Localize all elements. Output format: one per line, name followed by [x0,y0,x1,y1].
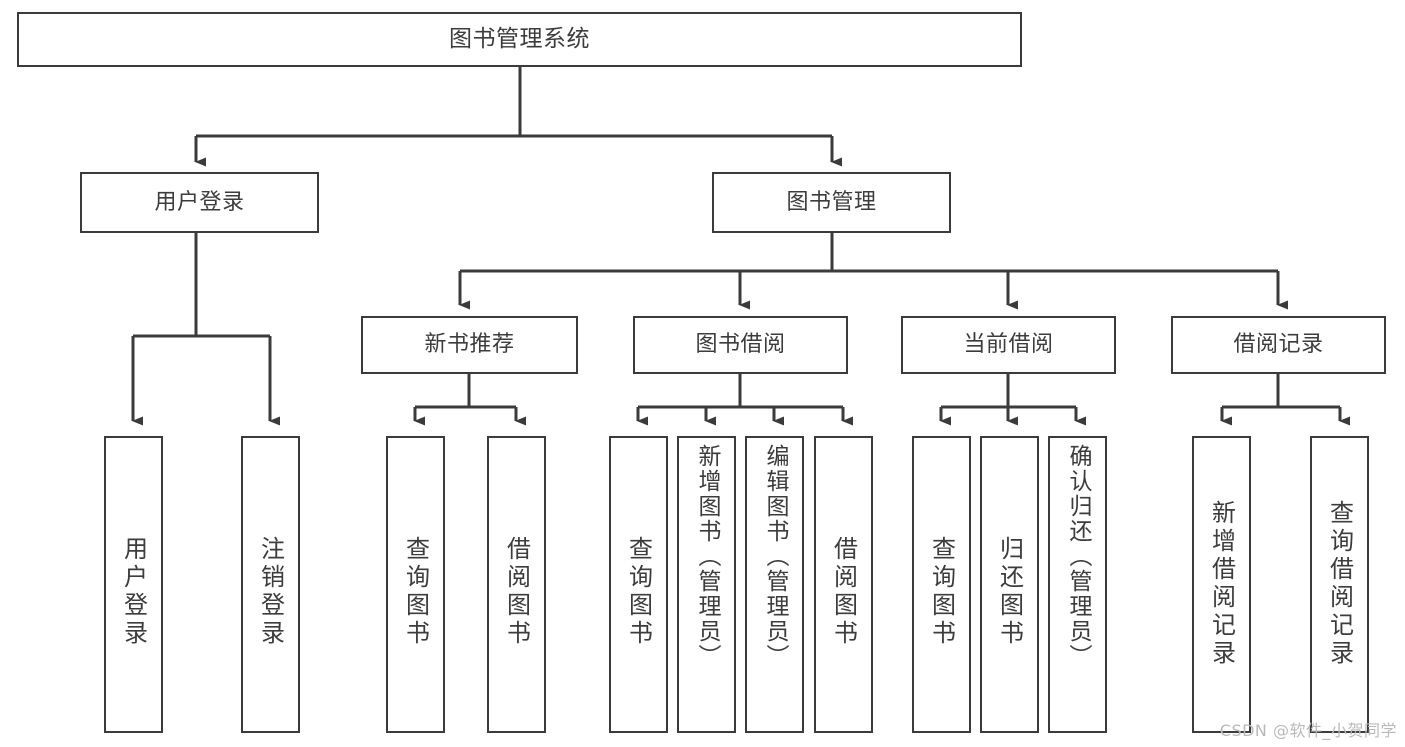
node-leaf-borrow-book-1-label: 借阅图书 [502,536,531,648]
node-leaf-borrow-book-2-label: 借阅图书 [829,536,858,648]
node-current-borrow-label: 当前借阅 [963,332,1054,358]
node-leaf-confirm-return[interactable]: 确认归还（管理员） [1048,436,1107,733]
node-leaf-add-book[interactable]: 新增图书（管理员） [677,436,736,733]
node-leaf-query-book-1[interactable]: 查询图书 [386,436,445,733]
node-leaf-user-login-label: 用户登录 [119,536,148,648]
node-leaf-query-record[interactable]: 查询借阅记录 [1310,436,1369,733]
node-leaf-add-record[interactable]: 新增借阅记录 [1192,436,1251,733]
node-root[interactable]: 图书管理系统 [17,12,1022,67]
node-borrow-record-label: 借阅记录 [1233,332,1324,358]
node-leaf-query-book-3[interactable]: 查询图书 [912,436,971,733]
node-leaf-confirm-return-label: 确认归还（管理员） [1065,444,1091,669]
node-leaf-borrow-book-2[interactable]: 借阅图书 [814,436,873,733]
node-leaf-logout-label: 注销登录 [256,536,285,648]
node-leaf-user-login[interactable]: 用户登录 [104,436,163,733]
node-user-login[interactable]: 用户登录 [80,172,319,233]
node-leaf-edit-book[interactable]: 编辑图书（管理员） [745,436,804,733]
node-book-manage[interactable]: 图书管理 [712,172,951,233]
node-leaf-return-book[interactable]: 归还图书 [980,436,1039,733]
node-leaf-query-record-label: 查询借阅记录 [1325,500,1354,668]
node-leaf-query-book-2-label: 查询图书 [624,536,653,648]
node-new-book-recommend-label: 新书推荐 [424,332,515,358]
node-root-label: 图书管理系统 [449,25,590,52]
node-book-borrow-label: 图书借阅 [695,332,786,358]
node-book-borrow[interactable]: 图书借阅 [633,316,848,374]
node-user-login-label: 用户登录 [154,189,245,215]
node-leaf-query-book-2[interactable]: 查询图书 [609,436,668,733]
node-current-borrow[interactable]: 当前借阅 [901,316,1116,374]
node-leaf-return-book-label: 归还图书 [995,536,1024,648]
node-leaf-logout[interactable]: 注销登录 [241,436,300,733]
node-leaf-borrow-book-1[interactable]: 借阅图书 [487,436,546,733]
node-book-manage-label: 图书管理 [786,189,877,215]
node-leaf-query-book-3-label: 查询图书 [927,536,956,648]
node-leaf-edit-book-label: 编辑图书（管理员） [762,444,788,669]
node-leaf-add-record-label: 新增借阅记录 [1207,500,1236,668]
node-borrow-record[interactable]: 借阅记录 [1171,316,1386,374]
node-leaf-add-book-label: 新增图书（管理员） [694,444,720,669]
watermark-text: CSDN @软件_小贺同学 [1219,721,1397,740]
node-leaf-query-book-1-label: 查询图书 [401,536,430,648]
node-new-book-recommend[interactable]: 新书推荐 [361,316,578,374]
